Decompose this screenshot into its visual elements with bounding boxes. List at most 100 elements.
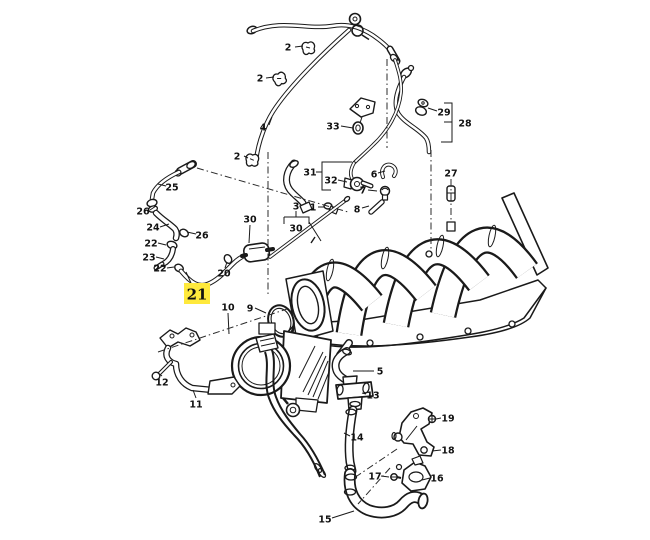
- leader-line: [294, 45, 304, 48]
- leader-line: [361, 392, 367, 395]
- part-label[interactable]: 22: [144, 239, 157, 250]
- svg-text:12: 12: [155, 378, 168, 389]
- svg-text:2: 2: [234, 152, 241, 163]
- svg-text:30: 30: [243, 215, 257, 226]
- part-label[interactable]: 25: [165, 183, 178, 194]
- part-label[interactable]: 1: [310, 203, 317, 214]
- leader-line: [377, 170, 386, 174]
- svg-text:22: 22: [144, 239, 157, 250]
- part-label[interactable]: 32: [324, 176, 337, 187]
- svg-text:24: 24: [146, 223, 160, 234]
- svg-text:26: 26: [195, 231, 209, 242]
- leader-line: [340, 125, 354, 129]
- part-label[interactable]: 8: [354, 205, 361, 216]
- alignment-line: [196, 167, 349, 213]
- leader-line: [224, 261, 228, 269]
- leader-line: [427, 107, 438, 112]
- part-label[interactable]: 12: [155, 378, 168, 389]
- leader-line: [186, 231, 197, 235]
- leader-line: [284, 216, 310, 224]
- part-label[interactable]: 2: [285, 43, 292, 54]
- part-label[interactable]: 23: [142, 253, 155, 264]
- leader-line: [192, 389, 197, 399]
- svg-text:19: 19: [441, 414, 454, 425]
- screw-12-icon: [151, 360, 173, 381]
- part-label[interactable]: 5: [377, 367, 384, 378]
- part-label[interactable]: 13: [366, 391, 379, 402]
- part-label[interactable]: 7: [360, 186, 367, 197]
- svg-text:1: 1: [310, 203, 317, 214]
- svg-text:6: 6: [371, 170, 378, 181]
- clamp-16: [395, 455, 432, 492]
- throttle-body: [230, 322, 332, 413]
- hose-25-assembly: [146, 160, 197, 273]
- part-label[interactable]: 4: [260, 123, 267, 134]
- leader-line: [157, 183, 167, 187]
- leader-line: [343, 432, 351, 437]
- part-label[interactable]: 24: [146, 223, 160, 234]
- part-label[interactable]: 28: [458, 119, 472, 130]
- svg-text:25: 25: [165, 183, 178, 194]
- hose-28: [393, 64, 432, 155]
- leader-line: [431, 449, 442, 452]
- leader-line: [155, 256, 165, 260]
- part-label[interactable]: 15: [318, 515, 331, 526]
- part-label[interactable]: 22: [153, 264, 166, 275]
- part-label[interactable]: 18: [441, 446, 455, 457]
- part-label[interactable]: 11: [189, 400, 202, 411]
- part-label[interactable]: 10: [221, 303, 235, 314]
- part-label[interactable]: 3: [293, 202, 300, 213]
- part-label[interactable]: 6: [371, 170, 378, 181]
- part-label[interactable]: 29: [437, 108, 450, 119]
- svg-text:16: 16: [430, 474, 444, 485]
- part-label-selected[interactable]: 21: [184, 283, 210, 304]
- intake-manifold: [285, 192, 549, 359]
- part-label[interactable]: 20: [217, 269, 231, 280]
- valve-30: [240, 242, 275, 263]
- screw-17-icon: [390, 473, 402, 481]
- part-label[interactable]: 30: [289, 224, 303, 235]
- leader-line: [337, 179, 348, 183]
- leader-line: [361, 205, 370, 209]
- part-label[interactable]: 26: [195, 231, 209, 242]
- part-label[interactable]: 14: [350, 433, 364, 444]
- spring-clip-icon: [301, 41, 316, 56]
- svg-text:33: 33: [326, 122, 339, 133]
- hose-clip-b-icon: [348, 12, 370, 41]
- leader-line: [227, 312, 230, 335]
- part-label[interactable]: 2: [257, 74, 264, 85]
- pipe-31: [349, 53, 403, 182]
- leader-line: [166, 266, 175, 269]
- leader-line: [254, 307, 267, 314]
- part-label[interactable]: 27: [444, 169, 457, 180]
- part-label[interactable]: 9: [247, 304, 254, 315]
- part-label[interactable]: 19: [441, 414, 454, 425]
- svg-text:28: 28: [458, 119, 472, 130]
- svg-text:22: 22: [153, 264, 166, 275]
- leader-line: [159, 223, 170, 228]
- svg-text:2: 2: [285, 43, 292, 54]
- part-label[interactable]: 17: [368, 472, 381, 483]
- bracket-11: [159, 327, 241, 395]
- banjo-fitting-32: [343, 176, 374, 192]
- svg-text:31: 31: [303, 168, 316, 179]
- leader-line: [268, 116, 273, 126]
- svg-text:32: 32: [324, 176, 337, 187]
- part-label[interactable]: 26: [136, 207, 150, 218]
- svg-text:29: 29: [437, 108, 450, 119]
- svg-text:5: 5: [377, 367, 384, 378]
- part-label[interactable]: 2: [234, 152, 241, 163]
- clamp-29-icon: [414, 98, 429, 116]
- pipe-3: [268, 195, 351, 259]
- part-label[interactable]: 30: [243, 215, 257, 226]
- bracket-18: [391, 407, 435, 457]
- part-label[interactable]: 31: [303, 168, 316, 179]
- part-label[interactable]: 16: [430, 474, 444, 485]
- part-label[interactable]: 33: [326, 122, 339, 133]
- leader-line: [435, 417, 442, 420]
- alignment-line: [356, 448, 398, 477]
- screw-19-icon: [427, 414, 437, 424]
